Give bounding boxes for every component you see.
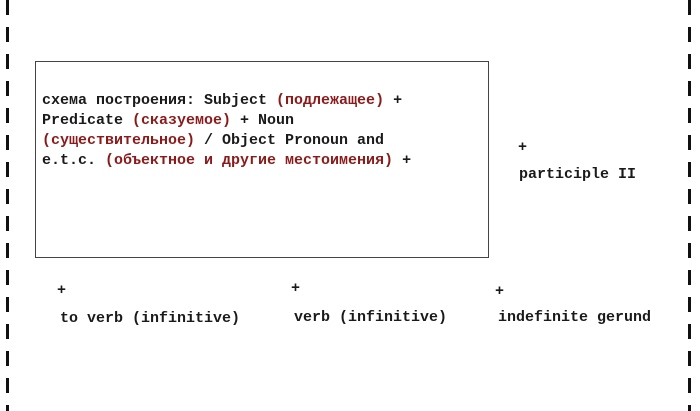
participle-plus-sign: +: [518, 139, 528, 156]
scheme-line2-ru: (сказуемое): [132, 112, 232, 129]
left-dashed-border: [6, 0, 9, 411]
right-dashed-border: [688, 0, 691, 411]
scheme-line1-tail: +: [384, 92, 403, 109]
to-verb-plus-sign: +: [57, 282, 67, 299]
verb-infinitive-label: verb (infinitive): [294, 309, 448, 326]
verb-plus-sign: +: [291, 280, 301, 297]
construction-scheme-box: схема построения: Subject (подлежащее) +…: [35, 61, 489, 258]
scheme-line1-ru: (подлежащее): [276, 92, 385, 109]
scheme-line4-ru: (объектное и другие местоимения): [105, 152, 394, 169]
gerund-plus-sign: +: [495, 283, 505, 300]
scheme-line4-en: e.t.c.: [42, 152, 106, 169]
scheme-line2-en: Predicate: [42, 112, 133, 129]
construction-scheme-text: схема построения: Subject (подлежащее) +…: [42, 91, 482, 171]
scheme-line2-tail: + Noun: [231, 112, 295, 129]
scheme-line4-tail: +: [393, 152, 412, 169]
scheme-line1-en: схема построения: Subject: [42, 92, 277, 109]
scheme-line3-ru: (существительное): [42, 132, 196, 149]
scheme-line3-tail: / Object Pronoun and: [195, 132, 385, 149]
indefinite-gerund-label: indefinite gerund: [498, 309, 652, 326]
to-verb-infinitive-label: to verb (infinitive): [60, 310, 241, 327]
participle-ii-label: participle II: [519, 166, 637, 183]
